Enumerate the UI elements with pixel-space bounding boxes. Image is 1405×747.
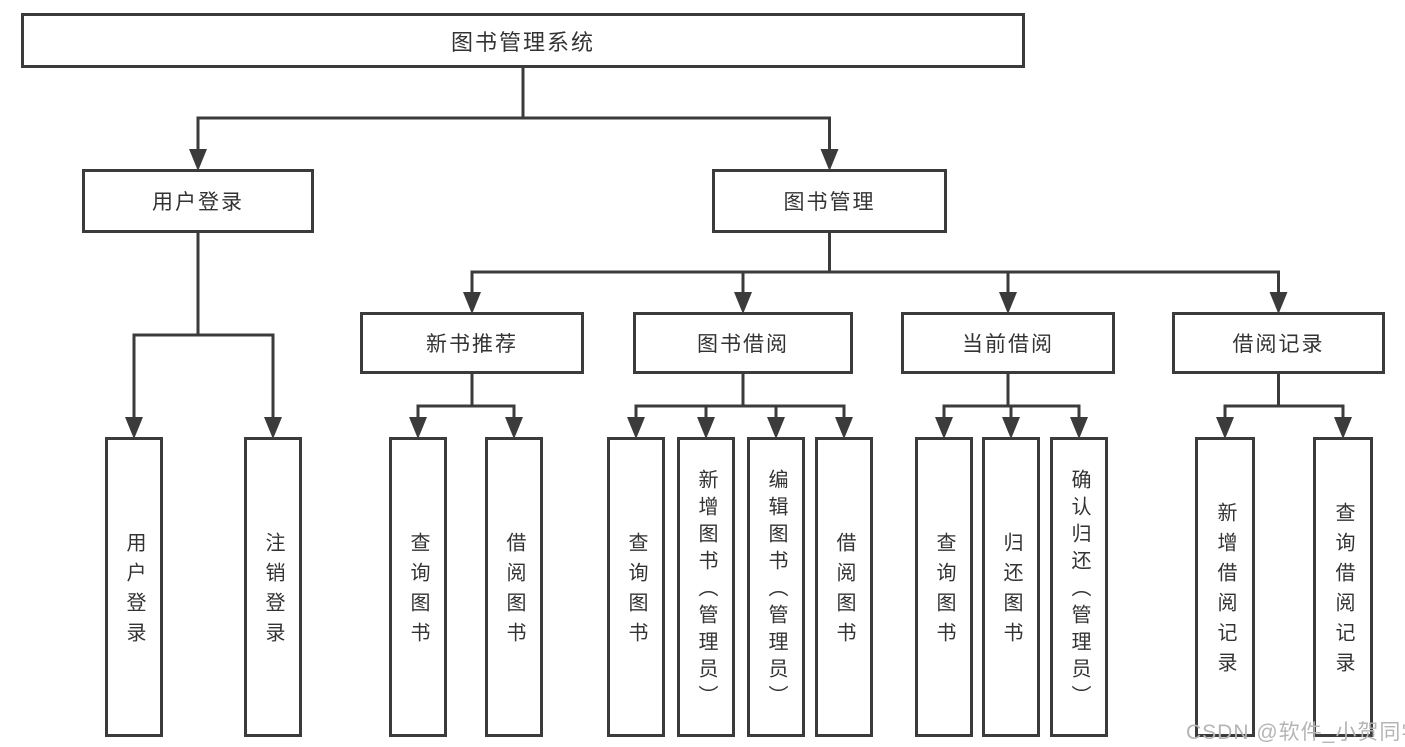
- arrowhead-icon: [264, 417, 282, 439]
- node-label-new-book-rec: 新书推荐: [426, 333, 518, 356]
- node-leaf-br-add: 新增借阅记录: [1195, 437, 1255, 737]
- arrowhead-icon: [697, 417, 715, 439]
- node-label-leaf-bb-query: 查询图书: [625, 532, 647, 652]
- arrowhead-icon: [820, 149, 839, 171]
- arrowhead-icon: [463, 292, 481, 314]
- node-label-leaf-logout: 注销登录: [262, 532, 284, 652]
- node-user-login: 用户登录: [82, 169, 314, 233]
- arrowhead-icon: [935, 417, 953, 439]
- node-label-current-borrow: 当前借阅: [962, 333, 1054, 356]
- node-label-leaf-bb-add: 新增图书（管理员）: [695, 469, 717, 712]
- node-label-leaf-bb-edit: 编辑图书（管理员）: [765, 469, 787, 712]
- node-system: 图书管理系统: [21, 13, 1025, 68]
- node-label-leaf-cb-query: 查询图书: [933, 532, 955, 652]
- node-label-borrow-record: 借阅记录: [1232, 333, 1325, 356]
- node-leaf-logout: 注销登录: [244, 437, 302, 737]
- arrowhead-icon: [1269, 292, 1288, 314]
- node-leaf-bb-query: 查询图书: [607, 437, 665, 737]
- node-label-leaf-cb-return: 归还图书: [1000, 532, 1022, 652]
- arrowhead-icon: [189, 149, 207, 171]
- arrowhead-icon: [1070, 417, 1088, 439]
- node-label-book-mgmt: 图书管理: [783, 191, 876, 214]
- arrowhead-icon: [409, 417, 427, 439]
- arrowhead-icon: [505, 417, 523, 439]
- node-label-leaf-nb-borrow: 借阅图书: [503, 532, 525, 652]
- node-label-user-login: 用户登录: [152, 191, 244, 214]
- arrowhead-icon: [835, 417, 853, 439]
- arrowhead-icon: [1334, 417, 1352, 439]
- node-label-leaf-br-query: 查询借阅记录: [1332, 502, 1354, 682]
- node-leaf-bb-borrow: 借阅图书: [815, 437, 873, 737]
- arrowhead-icon: [125, 417, 143, 439]
- arrowhead-icon: [767, 417, 785, 439]
- node-leaf-nb-query: 查询图书: [389, 437, 447, 737]
- arrowhead-icon: [627, 417, 645, 439]
- arrowhead-icon: [1216, 417, 1234, 439]
- node-leaf-user-login: 用户登录: [105, 437, 163, 737]
- node-book-borrow: 图书借阅: [633, 312, 853, 374]
- arrowhead-icon: [999, 292, 1017, 314]
- arrowhead-icon: [1002, 417, 1020, 439]
- arrowhead-icon: [734, 292, 752, 314]
- node-leaf-cb-query: 查询图书: [915, 437, 973, 737]
- node-label-leaf-nb-query: 查询图书: [407, 532, 429, 652]
- node-borrow-record: 借阅记录: [1172, 312, 1385, 374]
- node-label-leaf-user-login: 用户登录: [123, 532, 145, 652]
- node-leaf-bb-edit: 编辑图书（管理员）: [747, 437, 805, 737]
- node-current-borrow: 当前借阅: [901, 312, 1115, 374]
- node-label-leaf-bb-borrow: 借阅图书: [833, 532, 855, 652]
- node-new-book-rec: 新书推荐: [360, 312, 584, 374]
- node-leaf-nb-borrow: 借阅图书: [485, 437, 543, 737]
- node-book-mgmt: 图书管理: [712, 169, 947, 233]
- node-leaf-br-query: 查询借阅记录: [1313, 437, 1373, 737]
- node-label-leaf-br-add: 新增借阅记录: [1214, 502, 1236, 682]
- node-leaf-bb-add: 新增图书（管理员）: [677, 437, 735, 737]
- node-leaf-cb-confirm: 确认归还（管理员）: [1050, 437, 1108, 737]
- node-leaf-cb-return: 归还图书: [982, 437, 1040, 737]
- node-label-leaf-cb-confirm: 确认归还（管理员）: [1068, 469, 1090, 712]
- node-label-book-borrow: 图书借阅: [697, 333, 789, 356]
- node-label-system: 图书管理系统: [450, 29, 595, 55]
